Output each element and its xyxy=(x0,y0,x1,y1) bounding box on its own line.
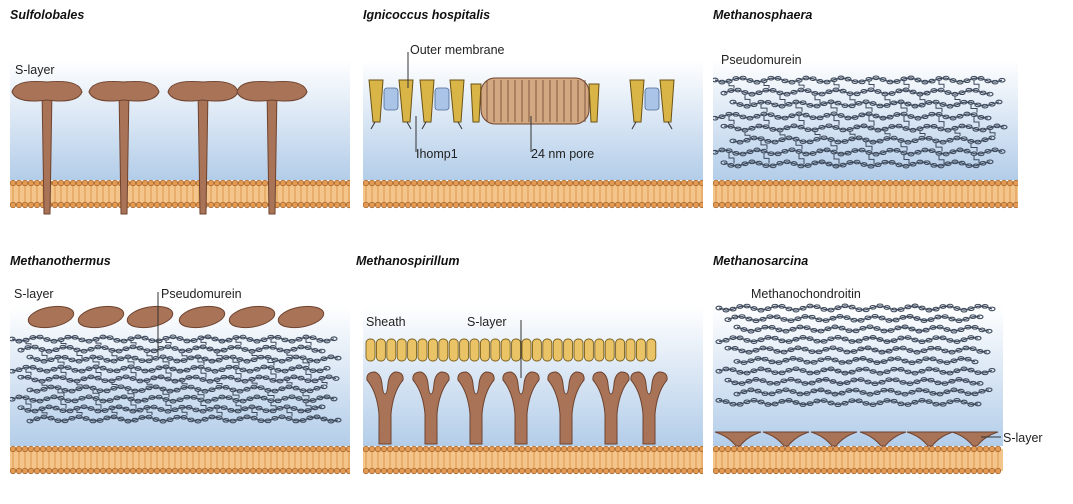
membrane-bilayer xyxy=(10,446,350,474)
panel-title-methanothermus: Methanothermus xyxy=(10,254,111,268)
membrane-bilayer xyxy=(713,446,1003,474)
panel-sulfolobales: S-layer xyxy=(10,30,350,240)
panel-methanosphaera: Pseudomurein xyxy=(713,30,1018,240)
panel-title-ignicoccus: Ignicoccus hospitalis xyxy=(363,8,490,22)
panel-title-methanosarcina: Methanosarcina xyxy=(713,254,808,268)
background-gradient xyxy=(10,60,350,180)
background-gradient xyxy=(713,306,1003,446)
panel-ignicoccus: Outer membrane Ihomp1 24 nm pore xyxy=(363,30,703,240)
s-layer-label: S-layer xyxy=(14,287,54,301)
membrane-bilayer xyxy=(713,180,1018,208)
panel-methanosarcina: Methanochondroitin S-layer xyxy=(713,276,1068,501)
pseudomurein-label: Pseudomurein xyxy=(161,287,242,301)
outer-membrane-label: Outer membrane xyxy=(410,43,505,57)
s-layer-label: S-layer xyxy=(15,63,55,77)
panel-title-methanosphaera: Methanosphaera xyxy=(713,8,812,22)
pore-label: 24 nm pore xyxy=(531,147,594,161)
background-gradient xyxy=(713,60,1018,180)
s-layer-label: S-layer xyxy=(1003,431,1043,445)
sheath-label: Sheath xyxy=(366,315,406,329)
membrane-bilayer xyxy=(363,180,703,208)
membrane-bilayer xyxy=(10,180,350,208)
s-layer-label: S-layer xyxy=(467,315,507,329)
membrane-bilayer xyxy=(363,446,703,474)
panel-methanospirillum: Sheath S-layer xyxy=(363,276,703,501)
ihomp1-label: Ihomp1 xyxy=(416,147,458,161)
methanochondroitin-label: Methanochondroitin xyxy=(751,287,861,301)
pseudomurein-label: Pseudomurein xyxy=(721,53,802,67)
panel-title-sulfolobales: Sulfolobales xyxy=(10,8,84,22)
panel-title-methanospirillum: Methanospirillum xyxy=(356,254,459,268)
panel-methanothermus: S-layer Pseudomurein xyxy=(10,276,350,501)
